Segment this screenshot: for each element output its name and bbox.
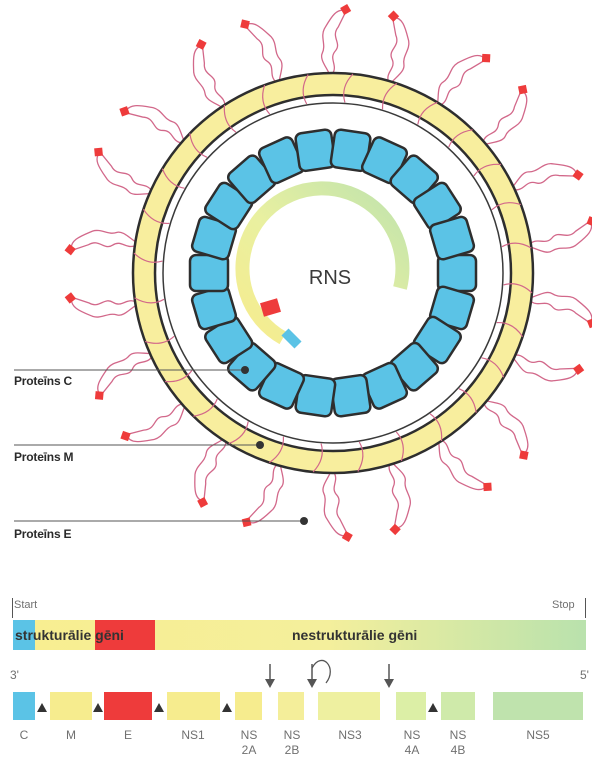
envelope-spike <box>84 346 160 402</box>
label-protein-m: Proteīns M <box>14 450 73 464</box>
gene-e-box <box>104 692 152 720</box>
genome-3-prime-label: 3' <box>10 668 19 682</box>
cleavage-marker <box>37 703 47 712</box>
label-protein-e: Proteīns E <box>14 527 71 541</box>
genome-start-tick <box>12 598 13 618</box>
envelope-spike <box>510 338 586 394</box>
gene-ns2a-label: NS 2A <box>229 728 269 758</box>
cleavage-marker <box>154 703 164 712</box>
cleavage-marker <box>222 703 232 712</box>
envelope-spike <box>323 472 353 542</box>
gene-ns3-label: NS3 <box>330 728 370 743</box>
gene-m-box <box>50 692 92 720</box>
envelope-spike <box>238 12 286 88</box>
gene-ns4a-label: NS 4A <box>392 728 432 758</box>
cleavage-marker <box>428 703 438 712</box>
structural-genes-label: strukturālie gēni <box>15 627 124 643</box>
gene-ns5-label: NS5 <box>518 728 558 743</box>
genome-start-label: Start <box>14 599 37 611</box>
envelope-spike <box>84 145 160 201</box>
envelope-spike <box>527 215 592 255</box>
genome-stop-tick <box>585 598 586 618</box>
gene-ns4a-box <box>396 692 426 720</box>
cleavage-marker <box>93 703 103 712</box>
gene-m-label: M <box>51 728 91 743</box>
gene-ns4b-label: NS 4B <box>438 728 478 758</box>
envelope-spike <box>321 4 351 74</box>
envelope-spike <box>527 290 592 329</box>
gene-ns4b-box <box>441 692 475 720</box>
capsid-protein-block <box>330 374 371 417</box>
nonstructural-genes-label: nestrukturālie gēni <box>292 627 417 643</box>
gene-ns1-box <box>167 692 220 720</box>
rna-label: RNS <box>309 267 351 289</box>
gene-ns3-box <box>318 692 380 720</box>
gene-ns2b-label: NS 2B <box>272 728 312 758</box>
gene-ns5-box <box>493 692 583 720</box>
gene-e-label: E <box>108 728 148 743</box>
genome-stop-label: Stop <box>552 599 575 611</box>
gene-c-box <box>13 692 35 720</box>
envelope-spike <box>371 461 419 537</box>
envelope-spike <box>509 151 585 207</box>
label-protein-c: Proteīns C <box>14 374 72 388</box>
gene-c-label: C <box>4 728 44 743</box>
envelope-spike <box>240 459 288 535</box>
gene-ns2a-box <box>235 692 262 720</box>
cleavage-arrows <box>265 660 394 688</box>
envelope-spike <box>370 9 418 85</box>
gene-ns1-label: NS1 <box>173 728 213 743</box>
gene-ns2b-box <box>278 692 304 720</box>
genome-5-prime-label: 5' <box>580 668 589 682</box>
envelope-spike <box>64 283 138 323</box>
envelope-spike <box>64 225 137 264</box>
capsid-protein-block <box>295 129 336 172</box>
